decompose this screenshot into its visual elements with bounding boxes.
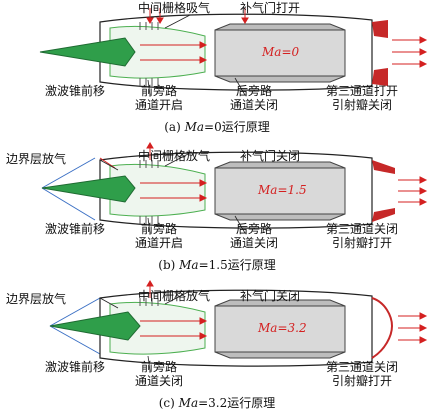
shock-cone xyxy=(39,37,136,67)
nozzle-c xyxy=(371,297,394,359)
caption-a-prefix: (a) xyxy=(164,120,185,134)
flow-arrows-b xyxy=(99,142,428,206)
mach-label: Ma=3.2 xyxy=(258,321,307,335)
grille-hatch xyxy=(139,22,159,86)
inlet-duct xyxy=(109,25,206,79)
label-cone: 激波锥前移 xyxy=(45,222,106,236)
caption-a-suffix: =0运行原理 xyxy=(204,120,270,134)
engine-core xyxy=(214,161,346,221)
label-third-line2: 引射瓣关闭 xyxy=(331,98,392,112)
leader-lines-a xyxy=(147,14,246,96)
shock-lines xyxy=(49,297,101,355)
inlet-duct xyxy=(109,301,206,355)
label-boundary: 边界层放气 xyxy=(6,292,67,306)
caption-c-prefix: (c) xyxy=(158,396,179,410)
label-third-line1: 第三通道打开 xyxy=(325,84,398,98)
label-grille: 中间栅格放气 xyxy=(138,149,211,163)
mach-label: Ma=1.5 xyxy=(258,183,307,197)
caption-a: (a) Ma=0运行原理 xyxy=(0,118,434,135)
leader-lines-c xyxy=(99,290,191,372)
label-third-channel: 第三通道打开 引射瓣关闭 xyxy=(322,84,402,112)
shock-cone xyxy=(49,311,141,341)
engine-core xyxy=(214,299,346,359)
caption-b: (b) Ma=1.5运行原理 xyxy=(0,256,434,273)
label-grille: 中间栅格吸气 xyxy=(138,1,211,15)
leader-lines-b xyxy=(99,152,246,234)
label-front-bypass-line1: 前旁路 xyxy=(140,222,177,236)
mach-label: Ma=0 xyxy=(262,45,300,59)
label-third-line2: 引射瓣打开 xyxy=(331,374,392,388)
label-front-bypass: 前旁路 通道开启 xyxy=(133,222,185,250)
flow-arrows-c xyxy=(140,280,428,344)
nozzle-b xyxy=(372,160,395,222)
label-front-bypass-line1: 前旁路 xyxy=(140,360,177,374)
label-bypass-valve: 补气门关闭 xyxy=(240,289,301,303)
label-third-line2: 引射瓣打开 xyxy=(331,236,392,250)
label-third-line1: 第三通道关闭 xyxy=(325,360,398,374)
label-rear-bypass: 后旁路 通道关闭 xyxy=(228,222,280,250)
label-bypass-valve: 补气门关闭 xyxy=(240,149,301,163)
label-boundary: 边界层放气 xyxy=(6,152,67,166)
label-front-bypass-line2: 通道关闭 xyxy=(134,374,183,388)
label-rear-bypass-line2: 通道关闭 xyxy=(229,98,278,112)
caption-a-ma: Ma xyxy=(184,120,205,134)
nacelle-outline xyxy=(99,151,373,229)
label-rear-bypass: 后旁路 通道关闭 xyxy=(228,84,280,112)
panel-b: 边界层放气 中间栅格放气 补气门关闭 Ma=1.5 激波锥前移 前旁路 通道开启… xyxy=(0,138,434,276)
label-front-bypass-line2: 通道开启 xyxy=(134,236,183,250)
flow-arrows-a xyxy=(140,8,428,68)
caption-c-ma: Ma xyxy=(178,396,199,410)
label-front-bypass: 前旁路 通道开启 xyxy=(133,84,185,112)
label-front-bypass-line2: 通道开启 xyxy=(134,98,183,112)
grille-hatch xyxy=(139,298,159,306)
engine-diagram-b xyxy=(41,142,428,234)
label-cone: 激波锥前移 xyxy=(45,360,106,374)
inlet-duct xyxy=(109,163,206,217)
caption-c-suffix: =3.2运行原理 xyxy=(198,396,276,410)
panel-a: 中间栅格吸气 补气门打开 Ma=0 激波锥前移 前旁路 通道开启 后旁路 通道关… xyxy=(0,0,434,138)
panel-c: 边界层放气 中间栅格放气 补气门关闭 Ma=3.2 激波锥前移 前旁路 通道关闭… xyxy=(0,276,434,414)
nacelle-outline xyxy=(99,13,373,91)
label-third-channel: 第三通道关闭 引射瓣打开 xyxy=(322,222,402,250)
label-grille: 中间栅格放气 xyxy=(138,289,211,303)
grille-hatch xyxy=(139,160,159,224)
shock-cone xyxy=(41,175,136,203)
caption-c: (c) Ma=3.2运行原理 xyxy=(0,394,434,411)
label-third-line1: 第三通道关闭 xyxy=(325,222,398,236)
label-front-bypass: 前旁路 通道关闭 xyxy=(133,360,185,388)
nacelle-outline xyxy=(99,289,373,367)
label-rear-bypass-line1: 后旁路 xyxy=(235,84,272,98)
caption-b-prefix: (b) xyxy=(158,258,180,272)
nozzle-a xyxy=(372,20,388,86)
label-rear-bypass-line1: 后旁路 xyxy=(235,222,272,236)
label-front-bypass-line1: 前旁路 xyxy=(140,84,177,98)
label-rear-bypass-line2: 通道关闭 xyxy=(229,236,278,250)
label-cone: 激波锥前移 xyxy=(45,84,106,98)
shock-lines xyxy=(41,157,96,221)
label-bypass-valve: 补气门打开 xyxy=(240,1,301,15)
label-third-channel: 第三通道关闭 引射瓣打开 xyxy=(322,360,402,388)
engine-diagram-c xyxy=(49,280,428,372)
caption-b-ma: Ma xyxy=(179,258,199,272)
engine-diagram-a xyxy=(39,8,428,96)
engine-core xyxy=(214,23,346,83)
caption-b-suffix: =1.5运行原理 xyxy=(198,258,276,272)
